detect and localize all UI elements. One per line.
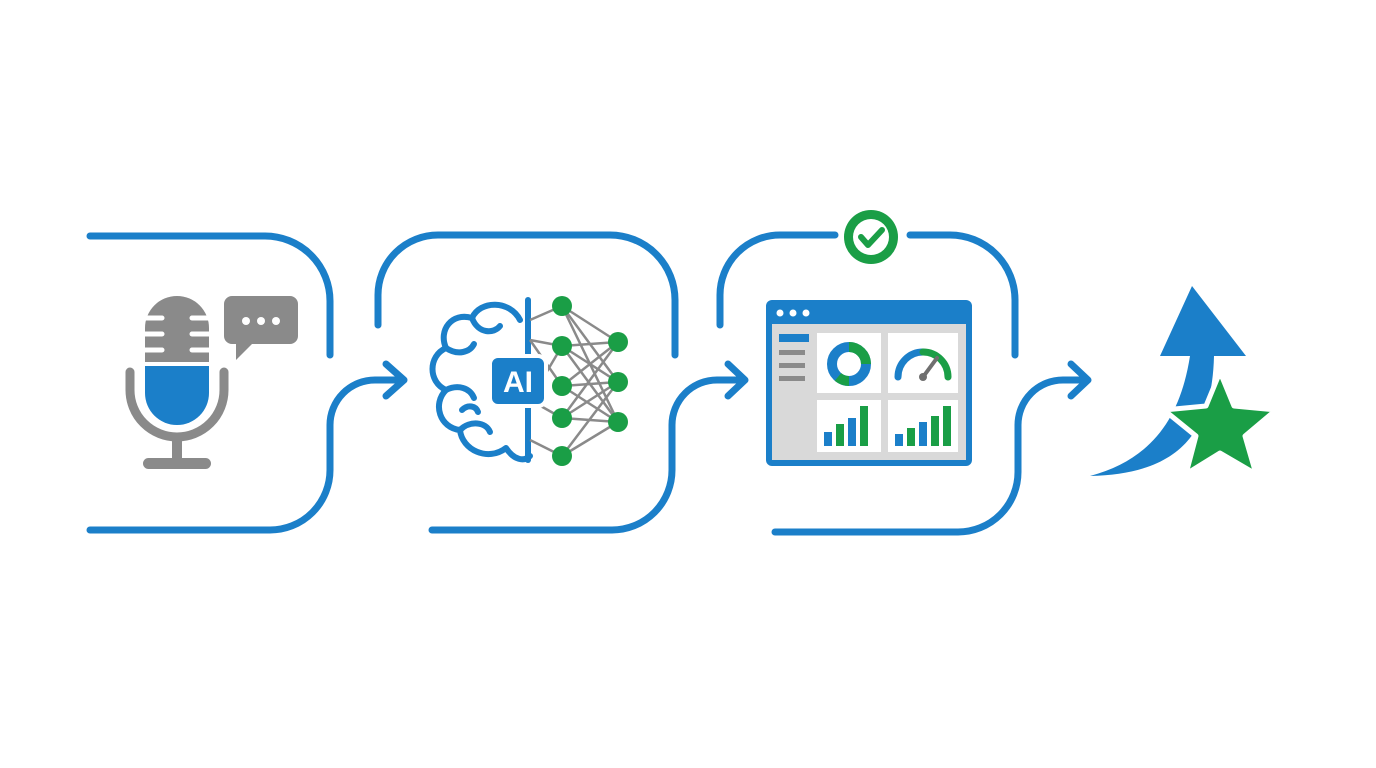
star-icon <box>1161 369 1279 477</box>
frame-1-bottom <box>86 376 402 534</box>
ai-label: AI <box>503 366 533 399</box>
gauge-icon <box>894 348 952 381</box>
dashboard-sidebar <box>779 334 809 381</box>
frame-3-bottom <box>771 376 1087 536</box>
brain-icon <box>429 297 533 463</box>
step-ai-processing: AI <box>429 296 628 466</box>
step-voice-input <box>125 296 298 469</box>
bar-chart-icon <box>895 406 951 446</box>
arrow-right-icon <box>382 360 408 400</box>
frame-3-top-right <box>906 231 1019 359</box>
frame-3-top <box>716 231 839 329</box>
dashboard-window-icon <box>766 300 972 466</box>
neural-network-icon <box>528 296 628 466</box>
frame-2-bottom <box>428 376 742 534</box>
arrow-right-icon <box>1067 360 1092 400</box>
checkmark-badge-icon <box>844 210 898 264</box>
growth-arrow-icon <box>1090 286 1246 476</box>
bar-chart-icon <box>824 406 868 446</box>
speech-bubble-icon <box>224 296 298 360</box>
donut-chart-icon <box>827 342 871 386</box>
step-growth-outcome <box>1090 286 1279 477</box>
microphone-icon <box>125 296 229 469</box>
ai-chip: AI <box>488 354 548 408</box>
arrow-right-icon <box>724 360 749 400</box>
flow-frames <box>86 231 1087 536</box>
frame-1-top <box>86 232 334 359</box>
step-dashboard-analysis <box>766 210 972 466</box>
frame-2-top <box>374 231 679 359</box>
